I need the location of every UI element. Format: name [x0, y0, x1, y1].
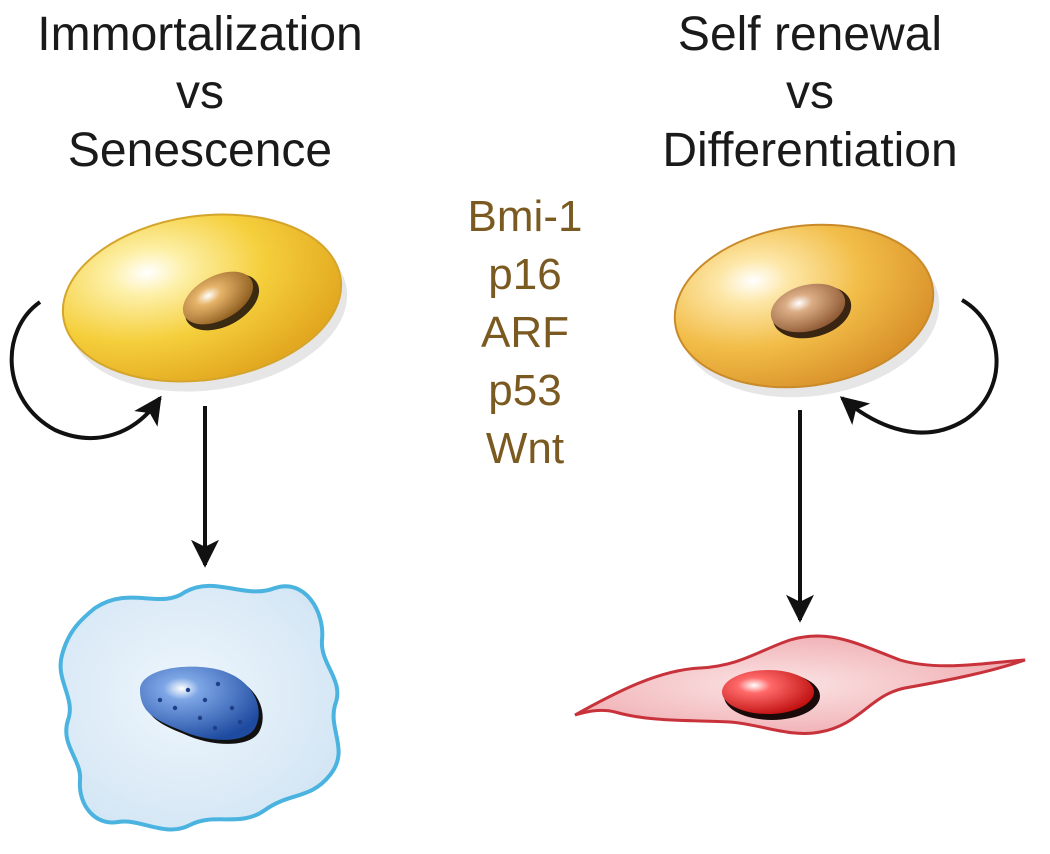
right-renewal-loop-arrow [839, 298, 999, 435]
senescent-cell [58, 583, 341, 832]
right-stem-cell-nucleus [770, 283, 852, 339]
senescent-cell-nucleus [140, 666, 263, 744]
marker-wnt: Wnt [485, 424, 565, 473]
marker-p16: p16 [488, 250, 562, 299]
marker-bmi1: Bmi-1 [467, 192, 583, 241]
left-panel-title: Immortalization vs Senescence [0, 6, 400, 180]
left-title-line-3: Senescence [67, 124, 333, 177]
left-title-line-2: vs [176, 66, 224, 119]
differentiated-cell [574, 634, 1026, 735]
marker-arf: ARF [481, 308, 569, 357]
right-title-line-3: Differentiation [662, 124, 958, 177]
differentiated-cell-nucleus [722, 670, 820, 720]
marker-p53: p53 [488, 366, 562, 415]
right-title-line-2: vs [786, 66, 834, 119]
left-stem-cell [61, 213, 348, 392]
right-title-line-1: Self renewal [677, 8, 943, 61]
left-renewal-loop-arrow [9, 300, 162, 440]
left-stem-cell-nucleus [182, 271, 260, 331]
center-marker-list: Bmi-1 p16 ARF p53 Wnt [390, 188, 660, 478]
left-title-line-1: Immortalization [37, 8, 363, 61]
right-stem-cell [673, 223, 940, 398]
right-panel-title: Self renewal vs Differentiation [620, 6, 1000, 180]
